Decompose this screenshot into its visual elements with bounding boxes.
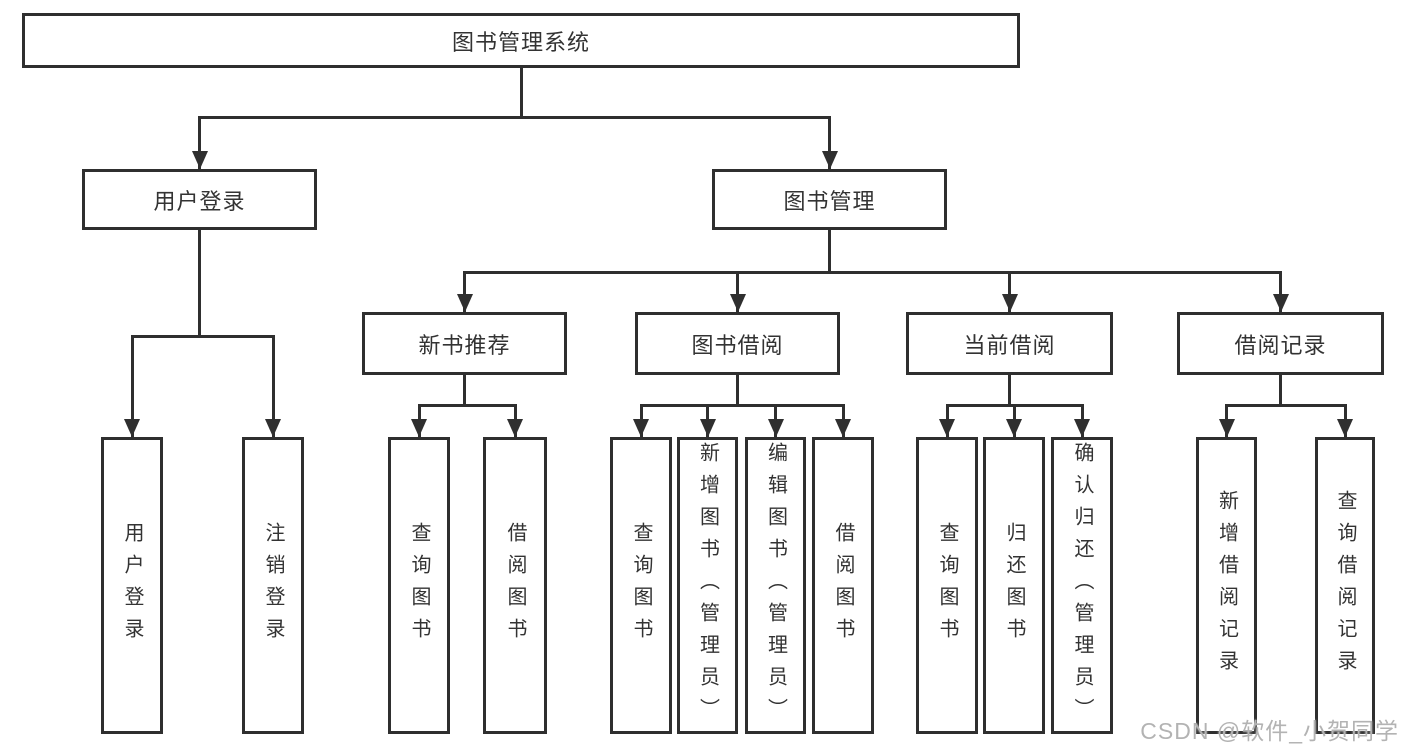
node-leaf-cb-query: 查询图书	[916, 437, 978, 734]
connector-bus	[130, 334, 275, 338]
connector-drop	[1279, 272, 1282, 312]
node-leaf-bb-edit: 编辑图书（管理员）	[745, 437, 806, 734]
connector-drop	[130, 336, 134, 437]
node-leaf-bb-add: 新增图书（管理员）	[677, 437, 738, 734]
connector-bus	[463, 270, 1282, 274]
connector-arrowhead	[1337, 419, 1353, 437]
node-label: 查询图书	[630, 521, 652, 650]
node-book-borrow: 图书借阅	[635, 312, 840, 375]
node-new-book: 新书推荐	[362, 312, 567, 375]
connector-arrowhead	[456, 294, 473, 312]
node-label: 查询借阅记录	[1334, 489, 1356, 682]
connector-drop	[736, 272, 739, 312]
node-label: 用户登录	[153, 188, 246, 214]
connector-stem	[828, 230, 831, 274]
node-leaf-nb-borrow: 借阅图书	[483, 437, 547, 734]
connector-drop	[271, 336, 275, 437]
node-label: 新增借阅记录	[1215, 489, 1238, 682]
node-borrow-record: 借阅记录	[1177, 312, 1384, 375]
node-current-borrow: 当前借阅	[906, 312, 1113, 375]
node-root: 图书管理系统	[22, 13, 1020, 68]
connector-arrowhead	[835, 419, 851, 437]
node-book-mgmt: 图书管理	[712, 169, 947, 230]
connector-arrowhead	[699, 419, 716, 437]
connector-drop	[828, 117, 831, 169]
node-label: 当前借阅	[963, 332, 1056, 358]
node-label: 编辑图书（管理员）	[764, 441, 787, 730]
connector-stem	[198, 230, 201, 338]
node-label: 借阅图书	[832, 521, 854, 650]
node-leaf-bb-query: 查询图书	[610, 437, 672, 734]
connector-bus	[1225, 403, 1347, 407]
node-leaf-bb-borrow: 借阅图书	[812, 437, 874, 734]
node-label: 用户登录	[121, 521, 143, 650]
connector-arrowhead	[633, 419, 649, 437]
node-label: 归还图书	[1003, 521, 1025, 650]
connector-stem	[519, 68, 523, 119]
connector-arrowhead	[1272, 294, 1289, 312]
connector-arrowhead	[1218, 419, 1235, 437]
connector-arrowhead	[507, 419, 523, 437]
node-label: 查询图书	[408, 521, 430, 650]
connector-stem	[1008, 375, 1011, 407]
connector-bus	[639, 403, 845, 407]
connector-arrowhead	[124, 419, 140, 437]
connector-arrowhead	[411, 419, 427, 437]
connector-stem	[463, 375, 466, 407]
node-label: 注销登录	[262, 521, 284, 650]
connector-arrowhead	[939, 419, 955, 437]
node-label: 新书推荐	[418, 332, 511, 358]
connector-arrowhead	[821, 151, 838, 169]
node-leaf-br-add: 新增借阅记录	[1196, 437, 1257, 734]
connector-arrowhead	[1074, 419, 1090, 437]
connector-drop	[198, 117, 201, 169]
node-leaf-cb-return: 归还图书	[983, 437, 1045, 734]
connector-arrowhead	[191, 151, 208, 169]
node-leaf-cb-confirm: 确认归还（管理员）	[1051, 437, 1113, 734]
connector-stem	[736, 375, 739, 407]
watermark: CSDN @软件_小贺同学	[1140, 718, 1399, 744]
node-leaf-br-query: 查询借阅记录	[1315, 437, 1375, 734]
node-leaf-nb-query: 查询图书	[388, 437, 450, 734]
node-leaf-logout: 注销登录	[242, 437, 304, 734]
node-label: 新增图书（管理员）	[696, 441, 719, 730]
node-label: 图书管理	[783, 188, 876, 214]
connector-drop	[1008, 272, 1011, 312]
node-label: 图书管理系统	[451, 29, 590, 55]
connector-drop	[463, 272, 466, 312]
node-label: 图书借阅	[691, 332, 784, 358]
connector-bus	[417, 403, 517, 407]
connector-arrowhead	[265, 419, 281, 437]
node-label: 借阅图书	[504, 521, 526, 650]
connector-arrowhead	[729, 294, 746, 312]
node-label: 借阅记录	[1234, 332, 1327, 358]
node-user-login: 用户登录	[82, 169, 317, 230]
connector-arrowhead	[767, 419, 784, 437]
node-label: 查询图书	[936, 521, 958, 650]
connector-stem	[1279, 375, 1282, 407]
connector-arrowhead	[1001, 294, 1018, 312]
node-label: 确认归还（管理员）	[1071, 441, 1093, 730]
node-leaf-user-login: 用户登录	[101, 437, 163, 734]
connector-arrowhead	[1006, 419, 1022, 437]
connector-bus	[198, 115, 831, 119]
